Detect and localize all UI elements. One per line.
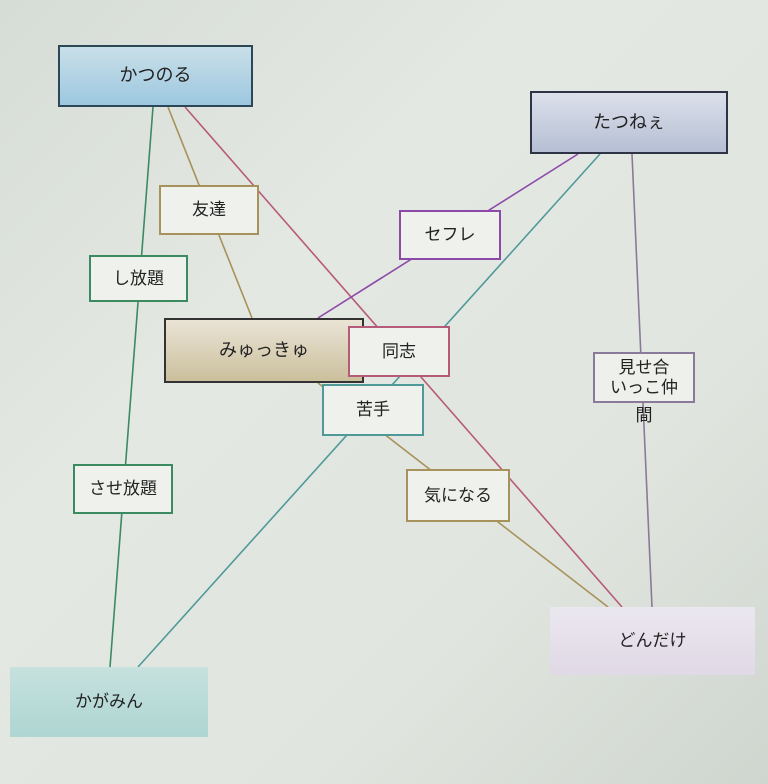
edge-label-text: 同志 [382,341,416,362]
edge-label-miseai[interactable]: 見せ合 いっこ仲 間 [593,352,695,426]
edge-label-text: 友達 [192,200,226,220]
edge-label-text: し放題 [113,268,164,289]
edge-label-text-line3: 間 [635,406,653,426]
edge-label-text: させ放題 [89,479,157,499]
node-label: みゅっきゅ [219,339,309,361]
node-label: かがみん [75,692,143,712]
edge-label-text-line1: 見せ合 [618,357,670,378]
edge-label-text: 苦手 [356,400,390,420]
edge-label-sasehoudai[interactable]: させ放題 [73,464,173,514]
node-label: どんだけ [618,631,687,651]
node-tatsunee[interactable]: たつねぇ [530,91,728,154]
edge-label-doushi[interactable]: 同志 [348,326,450,377]
node-kagamin[interactable]: かがみん [10,667,208,737]
edge-label-text: 気になる [424,485,492,506]
edge-label-nigate[interactable]: 苦手 [322,384,424,436]
edge-label-text-line2: いっこ仲 [610,377,678,398]
node-label: たつねぇ [593,111,665,133]
edge-label-tomodachi[interactable]: 友達 [159,185,259,235]
edge-label-text: セフレ [424,225,476,245]
edge-katsunoru-kagamin [109,106,154,668]
edge-label-shihoudai[interactable]: し放題 [89,255,188,302]
node-label: かつのる [119,65,192,86]
node-myukkyu[interactable]: みゅっきゅ [164,318,364,383]
edge-label-kininaru[interactable]: 気になる [406,469,510,522]
node-dondake[interactable]: どんだけ [550,607,755,675]
node-katsunoru[interactable]: かつのる [58,45,253,107]
edge-label-sefure[interactable]: セフレ [399,210,501,260]
